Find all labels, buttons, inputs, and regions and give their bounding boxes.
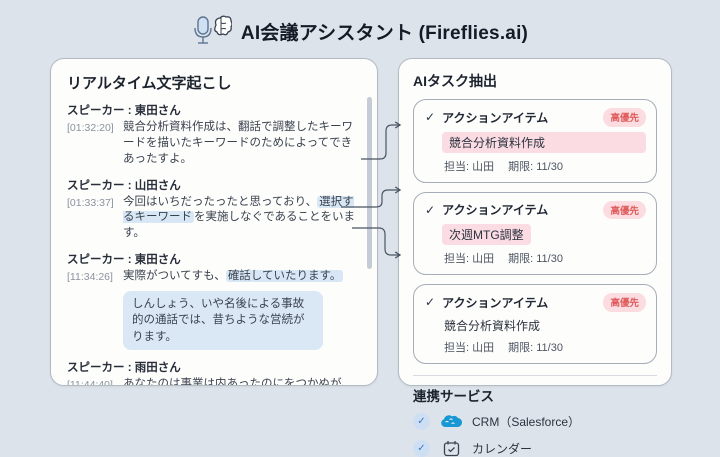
check-icon: ✓ — [425, 295, 436, 310]
timestamp: [01:32:20] — [67, 122, 114, 134]
action-item-card[interactable]: ✓ アクションアイテム 高優先 次週MTG調整 担当: 山田 期限: 11/30 — [413, 191, 657, 275]
speaker-label: スピーカー : 山田さん — [67, 179, 181, 192]
transcript-text-segment: 競合分析資料作成は、翻話で調整したキーワードを描いたキーワードのためによってでき… — [123, 121, 353, 165]
transcript-text: 競合分析資料作成は、翻話で調整したキーワードを描いたキーワードのためによってでき… — [123, 120, 359, 168]
keyword-highlight[interactable]: 確話していたります。 — [225, 270, 344, 283]
salesforce-cloud-icon — [439, 413, 463, 430]
integration-row[interactable]: ✓ CRM（Salesforce） — [413, 412, 657, 430]
check-icon: ✓ — [425, 110, 436, 125]
action-item-label: アクションアイテム — [442, 295, 549, 310]
due-date: 期限: 11/30 — [508, 253, 563, 265]
calendar-icon — [439, 440, 463, 457]
transcript-entry: スピーカー : 山田さん [01:33:37] 今回はいちだったったと思っており… — [67, 177, 359, 243]
transcript-title: リアルタイム文字起こし — [67, 75, 232, 92]
speaker-label: スピーカー : 東田さん — [67, 254, 181, 267]
check-circle-icon: ✓ — [413, 439, 430, 457]
integrations-title: 連携サービス — [413, 388, 494, 404]
check-icon: ✓ — [425, 202, 436, 217]
transcript-text-segment: あなたのは事業は内あったのにをつかぬが、時間所をではないように括をします。 — [123, 378, 353, 386]
check-circle-icon: ✓ — [413, 412, 430, 430]
task-panel-title: AIタスク抽出 — [413, 73, 497, 89]
transcript-note-bubble[interactable]: しんしょう、いや名後による事故的の通話では、昔ちような営続がります。 — [123, 291, 323, 350]
action-item-label: アクションアイテム — [442, 203, 549, 218]
due-date: 期限: 11/30 — [508, 160, 563, 173]
app-header: AI会議アシスタント (Fireflies.ai) — [0, 12, 720, 50]
assignee: 担当: 山田 — [444, 253, 495, 265]
priority-badge: 高優先 — [603, 293, 646, 312]
assignee: 担当: 山田 — [444, 160, 495, 173]
task-name: 次週MTG調整 — [442, 224, 531, 245]
transcript-text: 今回はいちだったったと思っており、選択するキーワードを実施しなぐであることをいま… — [123, 195, 359, 243]
speaker-label: スピーカー : 東田さん — [67, 105, 181, 117]
due-date: 期限: 11/30 — [508, 341, 563, 354]
action-item-label: アクションアイテム — [442, 110, 549, 125]
check-glyph: ✓ — [417, 442, 426, 454]
transcript-text: あなたのは事業は内あったのにをつかぬが、時間所をではないように括をします。 — [123, 377, 359, 386]
integration-label: CRM（Salesforce） — [472, 414, 581, 429]
transcript-text-segment: を実施しなぐであることをいます。 — [123, 211, 355, 240]
timestamp: [11:34:26] — [67, 271, 113, 284]
timestamp: [11:44:40] — [67, 379, 113, 386]
transcript-panel: リアルタイム文字起こし スピーカー : 東田さん [01:32:20] 競合分析… — [50, 58, 378, 386]
app-window: AI会議アシスタント (Fireflies.ai) リアルタイム文字起こし スピ… — [0, 12, 720, 457]
transcript-text: 実際がついてすも、確話していたります。 — [123, 269, 359, 285]
transcript-entry: スピーカー : 雨田さん [11:44:40] あなたのは事業は内あったのにをつ… — [67, 359, 359, 386]
task-name: 競合分析資料作成 — [442, 131, 646, 153]
integration-row[interactable]: ✓ カレンダー — [413, 439, 657, 457]
section-divider — [413, 374, 657, 376]
page-title: AI会議アシスタント (Fireflies.ai) — [240, 22, 529, 44]
task-name: 競合分析資料作成 — [444, 318, 541, 333]
priority-badge: 高優先 — [603, 108, 646, 127]
transcript-text-segment: 実際がついてすも、 — [123, 270, 226, 283]
transcript-text-segment: 今回はいちだったったと思っており、 — [123, 195, 318, 208]
transcript-entry: スピーカー : 東田さん [11:34:26] 実際がついてすも、確話していたり… — [67, 251, 359, 350]
transcript-entry: スピーカー : 東田さん [01:32:20] 競合分析資料作成は、翻話で調整し… — [67, 102, 359, 168]
transcript-scrollbar[interactable] — [367, 97, 372, 269]
assignee: 担当: 山田 — [444, 341, 495, 354]
speaker-label: スピーカー : 雨田さん — [67, 362, 181, 374]
task-panel: AIタスク抽出 ✓ アクションアイテム 高優先 競合分析資料作成 担当: 山田 … — [398, 58, 672, 457]
mic-brain-icon — [192, 15, 232, 47]
priority-badge: 高優先 — [603, 200, 646, 219]
action-item-card[interactable]: ✓ アクションアイテム 高優先 競合分析資料作成 担当: 山田 期限: 11/3… — [413, 99, 657, 183]
check-glyph: ✓ — [417, 415, 426, 427]
action-item-card[interactable]: ✓ アクションアイテム 高優先 競合分析資料作成 担当: 山田 期限: 11/3… — [413, 284, 657, 364]
integration-label: カレンダー — [472, 441, 533, 456]
timestamp: [01:33:37] — [67, 196, 114, 209]
